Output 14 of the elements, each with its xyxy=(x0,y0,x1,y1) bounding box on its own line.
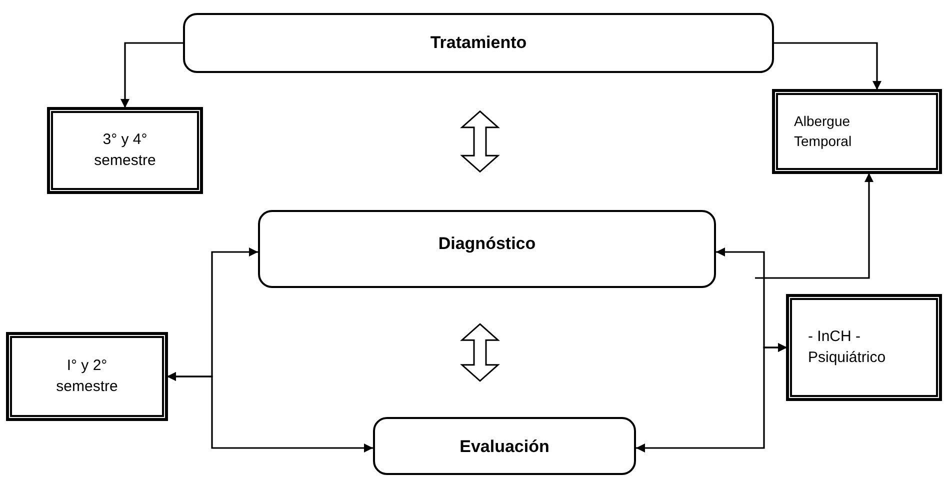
arrow xyxy=(120,42,183,108)
arrow xyxy=(755,173,874,279)
double-arrow xyxy=(460,110,500,173)
double-arrow xyxy=(460,323,500,382)
info-box: Albergue Temporal xyxy=(773,90,941,173)
info-box: - InCH - Psiquiátrico xyxy=(787,295,941,400)
process-box: Evaluación xyxy=(373,417,636,475)
info-box: I° y 2° semestre xyxy=(7,333,167,420)
process-box: Diagnóstico xyxy=(258,210,716,288)
arrow xyxy=(636,343,787,452)
arrow xyxy=(774,42,882,90)
process-box: Tratamiento xyxy=(183,13,774,73)
arrow xyxy=(167,372,373,452)
info-box: 3° y 4° semestre xyxy=(48,108,202,193)
